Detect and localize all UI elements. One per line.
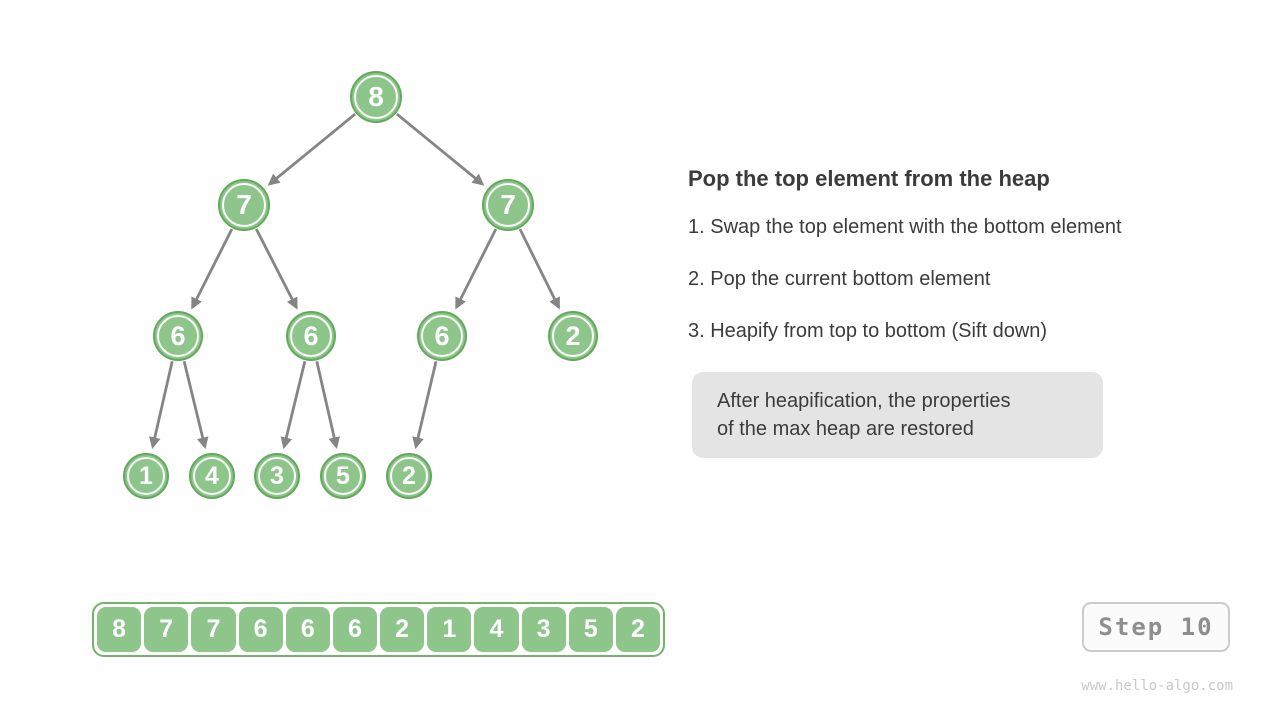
array-cell: 6 xyxy=(332,607,378,652)
tree-node: 7 xyxy=(482,179,534,231)
array-cell: 7 xyxy=(191,607,236,652)
tree-node-value: 1 xyxy=(139,461,153,490)
tree-node-value: 6 xyxy=(434,320,450,351)
array-cell: 6 xyxy=(285,607,330,652)
tree-node: 3 xyxy=(254,453,300,499)
tree-edge xyxy=(280,360,307,450)
tree-edge xyxy=(191,228,234,310)
array-cell: 4 xyxy=(474,607,519,652)
array-cell: 3 xyxy=(521,607,566,652)
tree-node: 8 xyxy=(350,71,402,123)
tree-node: 6 xyxy=(417,311,467,361)
tree-node-value: 3 xyxy=(270,461,284,490)
array-cell: 2 xyxy=(380,607,425,652)
tree-node-value: 5 xyxy=(336,461,350,490)
array-cell: 7 xyxy=(144,607,189,652)
tree-edge xyxy=(396,113,485,186)
tree-node: 2 xyxy=(386,453,432,499)
step-item-1: 1. Swap the top element with the bottom … xyxy=(688,216,1122,238)
panel-title: Pop the top element from the heap xyxy=(688,166,1050,191)
step-item-3: 3. Heapify from top to bottom (Sift down… xyxy=(688,320,1048,342)
tree-node: 6 xyxy=(286,311,336,361)
tree-edge xyxy=(182,360,209,450)
note-line-1: After heapification, the properties xyxy=(717,390,1011,412)
tree-edge xyxy=(267,113,356,186)
tree-edge xyxy=(149,361,174,450)
tree-node: 6 xyxy=(153,311,203,361)
note-line-2: of the max heap are restored xyxy=(717,418,974,440)
array-cell: 2 xyxy=(615,607,661,652)
step-badge: Step 10 xyxy=(1082,602,1230,652)
array-cell: 1 xyxy=(427,607,472,652)
step-item-2: 2. Pop the current bottom element xyxy=(688,268,991,290)
array-cell: 6 xyxy=(238,607,283,652)
array-cell: 5 xyxy=(568,607,613,652)
tree-node: 5 xyxy=(320,453,366,499)
tree-edge xyxy=(455,228,498,310)
tree-edge xyxy=(518,228,561,310)
tree-node: 4 xyxy=(189,453,235,499)
array-cell: 8 xyxy=(97,607,142,652)
tree-edge xyxy=(315,361,340,450)
tree-node: 2 xyxy=(548,311,598,361)
tree-node-value: 2 xyxy=(402,461,416,490)
tree-node-value: 4 xyxy=(205,461,219,490)
tree-edge xyxy=(255,228,298,310)
tree-node-value: 6 xyxy=(303,320,319,351)
tree-node-value: 2 xyxy=(565,320,581,351)
tree-node: 7 xyxy=(218,179,270,231)
watermark: www.hello-algo.com xyxy=(1081,678,1233,694)
tree-node-value: 7 xyxy=(500,189,516,220)
tree-node: 1 xyxy=(123,453,169,499)
tree-node-value: 6 xyxy=(170,320,186,351)
note-box: After heapification, the properties of t… xyxy=(692,372,1103,458)
tree-node-value: 7 xyxy=(236,189,252,220)
step-badge-label: Step 10 xyxy=(1098,613,1214,641)
tree-node-value: 8 xyxy=(368,81,384,112)
tree-edge xyxy=(412,360,438,450)
